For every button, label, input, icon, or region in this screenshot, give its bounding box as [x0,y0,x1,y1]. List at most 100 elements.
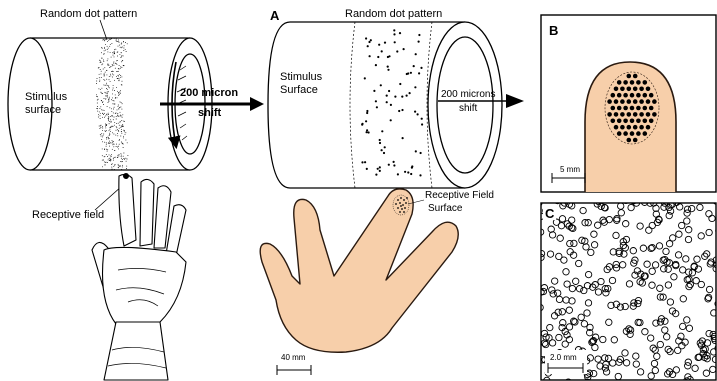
speckle-dot [107,93,108,94]
speckle-dot [98,68,99,69]
speckle-dot [115,98,116,99]
speckle-dot [104,67,105,68]
receptor-dot [611,119,616,124]
speckle-dot [123,41,124,42]
speckle-dot [115,49,116,50]
speckle-dot [110,81,111,82]
speckle-dot [97,103,98,104]
left-shift-label-2: shift [198,107,222,119]
pattern-dot [397,173,399,175]
speckle-dot [121,115,122,116]
speckle-dot [108,117,109,118]
speckle-dot [118,71,119,72]
pattern-dot [407,171,409,173]
speckle-dot [121,47,122,48]
speckle-dot [116,40,117,41]
speckle-dot [111,57,112,58]
speckle-dot [122,126,123,127]
speckle-dot [107,95,108,96]
speckle-dot [120,77,121,78]
receptor-dot [627,74,632,79]
speckle-dot [105,98,106,99]
speckle-dot [121,76,122,77]
speckle-dot [107,156,108,157]
speckle-dot [112,169,113,170]
speckle-dot [107,137,108,138]
speckle-dot [113,88,114,89]
speckle-dot [116,119,117,120]
speckle-dot [110,126,111,127]
speckle-dot [120,66,121,67]
speckle-dot [108,85,109,86]
receptor-dot [633,74,638,79]
speckle-dot [100,118,101,119]
pattern-dot [394,41,396,43]
speckle-dot [112,74,113,75]
speckle-dot [114,53,115,54]
speckle-dot [106,149,107,150]
speckle-dot [106,74,107,75]
speckle-dot [117,60,118,61]
pattern-dot [421,123,423,125]
pattern-dot [413,65,415,67]
speckle-dot [105,44,106,45]
speckle-dot [123,156,124,157]
speckle-dot [104,156,105,157]
speckle-dot [107,92,108,93]
speckle-dot [115,63,116,64]
pattern-dot [379,170,381,172]
speckle-dot [99,111,100,112]
speckle-dot [109,46,110,47]
receptor-dot [646,99,651,104]
speckle-dot [99,128,100,129]
speckle-dot [117,75,118,76]
receptor-dot [630,80,635,85]
left-field-leader [95,186,122,210]
speckle-dot [103,160,104,161]
receptor-dot [617,106,622,111]
speckle-dot [110,158,111,159]
speckle-dot [110,127,111,128]
speckle-dot [117,147,118,148]
speckle-dot [123,48,124,49]
speckle-dot [119,54,120,55]
panel-a-surface-label-1: Stimulus [280,71,323,83]
pattern-dot [377,56,379,58]
speckle-dot [103,61,104,62]
speckle-dot [120,153,121,154]
pattern-dot [387,56,389,58]
speckle-dot [108,113,109,114]
speckle-dot [116,112,117,113]
speckle-dot [112,71,113,72]
pattern-dot [420,67,422,69]
receptor-dot [620,99,625,104]
speckle-dot [109,143,110,144]
speckle-dot [101,52,102,53]
speckle-dot [120,75,121,76]
speckle-dot [125,42,126,43]
speckle-dot [110,75,111,76]
pattern-dot [361,124,363,126]
speckle-dot [121,44,122,45]
speckle-dot [114,125,115,126]
pattern-dot [386,95,388,97]
speckle-dot [98,114,99,115]
speckle-dot [99,80,100,81]
left-illustration: Random dot pattern Stimulus surface 200 … [8,8,264,380]
speckle-dot [110,131,111,132]
panel-a-letter: A [270,8,280,23]
left-shift-arrowhead [250,97,264,111]
speckle-dot [125,140,126,141]
speckle-dot [116,130,117,131]
speckle-dot [114,157,115,158]
speckle-dot [108,142,109,143]
speckle-dot [120,166,121,167]
receptor-dot [617,93,622,98]
speckle-dot [110,74,111,75]
panel-a-field-label-1: Receptive Field [425,190,494,201]
speckle-dot [120,115,121,116]
receptor-dot [639,125,644,130]
speckle-dot [99,60,100,61]
pattern-dot [366,131,368,133]
speckle-dot [105,95,106,96]
